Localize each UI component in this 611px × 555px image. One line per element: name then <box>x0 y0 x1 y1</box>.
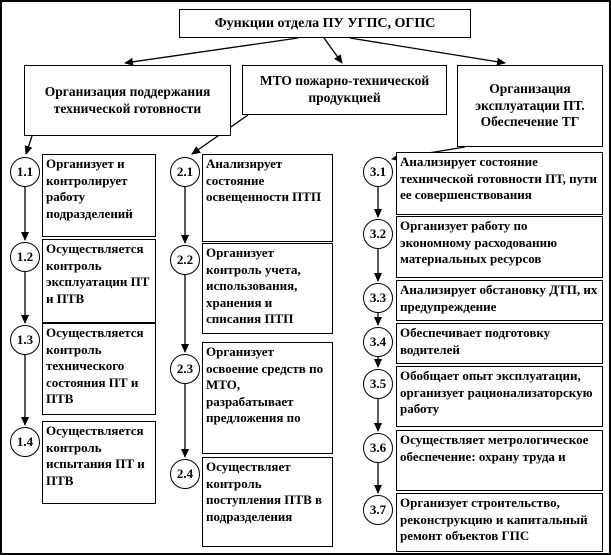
function-box-3-5: Обобщает опыт эксплуатации, организует р… <box>396 366 603 427</box>
function-box-3-7: Организует строительство, реконструкцию … <box>396 493 603 552</box>
function-box-1-4: Осуществляется контроль испытания ПТ и П… <box>42 421 156 504</box>
function-box-3-3: Анализирует обстановку ДТП, их предупреж… <box>396 280 603 321</box>
function-box-3-2: Организует работу по экономному расходов… <box>396 216 603 278</box>
function-box-1-1: Организует и контролирует работу подразд… <box>42 154 156 237</box>
branch-operation: Организация эксплуатации ПТ. Обеспечение… <box>457 65 603 147</box>
function-box-3-6: Осуществляет метрологическое обеспечение… <box>396 430 603 491</box>
node-number-2-4: 2.4 <box>170 459 200 489</box>
node-number-1-3: 1.3 <box>10 325 40 355</box>
node-number-3-3: 3.3 <box>363 283 393 313</box>
node-number-1-2: 1.2 <box>10 242 40 272</box>
function-box-3-1: Анализирует состояние технической готовн… <box>396 152 603 215</box>
node-number-2-3: 2.3 <box>170 354 200 384</box>
function-box-2-3: Организует освоение средств по МТО, разр… <box>202 342 333 454</box>
function-box-1-2: Осуществляется контроль эксплуатации ПТ … <box>42 239 156 323</box>
node-number-3-7: 3.7 <box>363 495 393 525</box>
node-number-3-1: 3.1 <box>363 157 393 187</box>
node-number-3-5: 3.5 <box>363 369 393 399</box>
node-number-2-2: 2.2 <box>170 245 200 275</box>
node-number-3-4: 3.4 <box>363 327 393 357</box>
branch-technical-readiness: Организация поддержания технической гото… <box>24 65 231 136</box>
node-number-3-6: 3.6 <box>363 433 393 463</box>
branch-mto-supply: МТО пожарно-технической продукцией <box>242 65 447 115</box>
function-box-3-4: Обеспечивает подготовку водителей <box>396 323 603 364</box>
title-box: Функции отдела ПУ УГПС, ОГПС <box>179 9 471 38</box>
function-box-1-3: Осуществляется контроль технического сос… <box>42 323 156 415</box>
function-box-2-4: Осуществляет контроль поступления ПТВ в … <box>202 457 333 547</box>
node-number-2-1: 2.1 <box>170 157 200 187</box>
function-box-2-2: Организует контроль учета, использования… <box>202 243 333 334</box>
node-number-1-4: 1.4 <box>10 427 40 457</box>
node-number-1-1: 1.1 <box>10 157 40 187</box>
function-box-2-1: Анализирует состояние освещенности ПТП <box>202 154 333 242</box>
node-number-3-2: 3.2 <box>363 219 393 249</box>
